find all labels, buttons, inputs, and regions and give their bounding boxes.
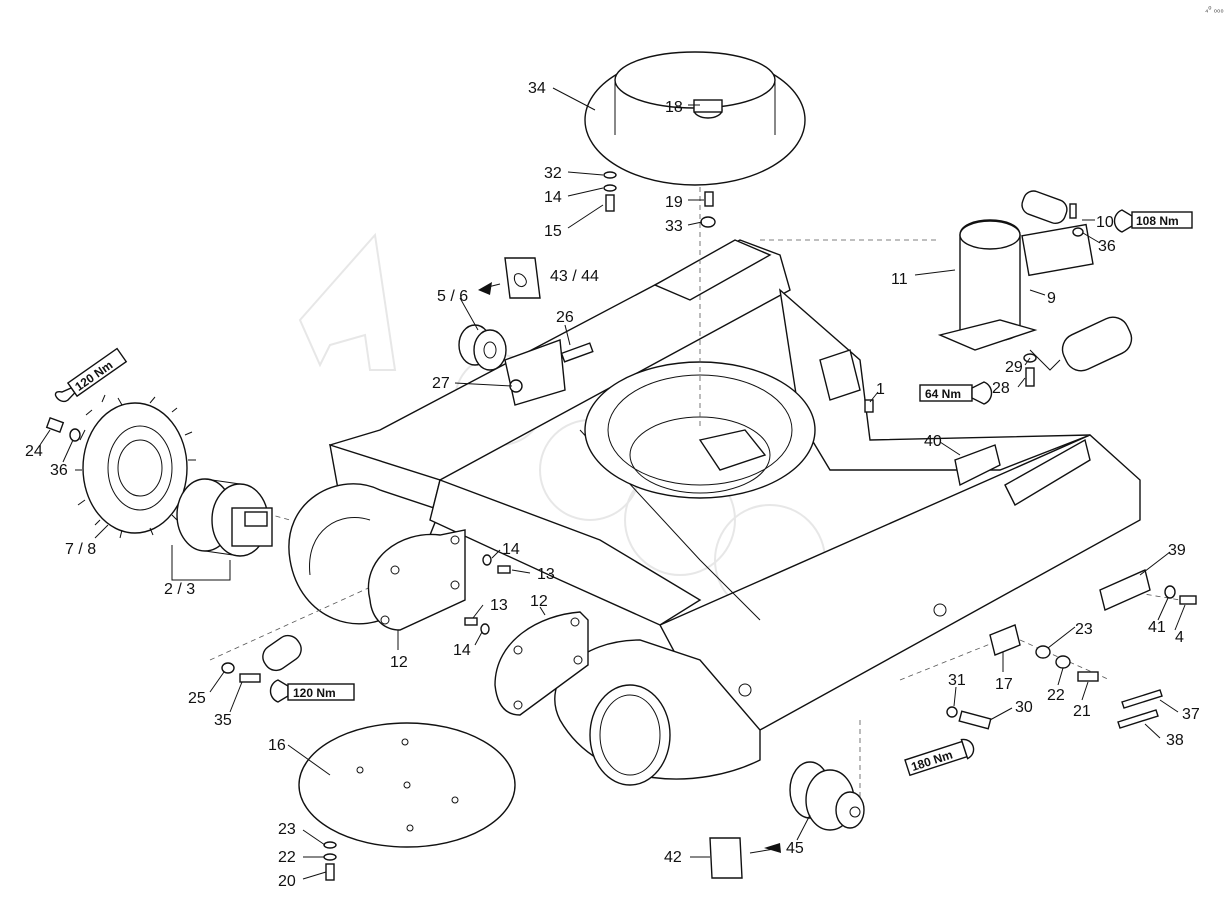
callout-14: 14 <box>453 642 471 659</box>
bushing-56 <box>458 324 507 371</box>
torque-wrench-120a: 120 Nm <box>54 347 128 403</box>
callout-5-6: 5 / 6 <box>437 288 468 305</box>
torque-label-108: 108 Nm <box>1136 214 1179 228</box>
callout-36: 36 <box>50 462 68 479</box>
rotary-joint <box>937 190 1133 387</box>
callout-11: 11 <box>891 271 908 288</box>
callout-45: 45 <box>786 840 804 857</box>
callout-43-44: 43 / 44 <box>550 268 599 285</box>
callout-41: 41 <box>1148 619 1166 636</box>
callout-12: 12 <box>390 654 408 671</box>
callout-35: 35 <box>214 712 232 729</box>
callout-37: 37 <box>1182 706 1200 723</box>
callout-4: 4 <box>1175 629 1184 646</box>
callout-39: 39 <box>1168 542 1186 559</box>
cover-12-left <box>367 529 466 631</box>
callout-12: 12 <box>530 593 548 610</box>
callout-24: 24 <box>25 443 43 460</box>
torque-wrench-180: 180 Nm <box>904 738 975 777</box>
callout-33: 33 <box>665 218 683 235</box>
callout-30: 30 <box>1015 699 1033 716</box>
bracket-26 <box>504 339 594 406</box>
callout-38: 38 <box>1166 732 1184 749</box>
callout-14: 14 <box>502 541 520 558</box>
callout-13: 13 <box>490 597 508 614</box>
callout-2-3: 2 / 3 <box>164 581 195 598</box>
cover-plate <box>584 51 806 186</box>
torque-label-120b: 120 Nm <box>293 686 336 700</box>
parts-bag-bottom <box>709 837 743 879</box>
torque-wrench-120b: 120 Nm <box>269 679 355 703</box>
final-drive <box>176 478 273 557</box>
callout-42: 42 <box>664 849 682 866</box>
callout-13: 13 <box>537 566 555 583</box>
cylinder-left <box>221 634 302 683</box>
callout-21: 21 <box>1073 703 1091 720</box>
callout-22: 22 <box>1047 687 1065 704</box>
callout-10: 10 <box>1096 214 1114 231</box>
block-17 <box>989 624 1021 656</box>
torque-wrench-64: 64 Nm <box>919 381 993 405</box>
callout-31: 31 <box>948 672 966 689</box>
parts-bag-top <box>504 257 541 299</box>
callout-labels: 34 18 32 14 15 19 33 43 / 44 5 / 6 26 27… <box>25 80 1200 890</box>
leader-lines <box>39 87 1186 880</box>
sprocket <box>75 394 196 539</box>
part-1 <box>864 399 874 413</box>
callout-23: 23 <box>278 821 296 838</box>
callout-36: 36 <box>1098 238 1116 255</box>
plate-40 <box>954 444 1001 487</box>
callout-23: 23 <box>1075 621 1093 638</box>
callout-34: 34 <box>528 80 546 97</box>
callout-20: 20 <box>278 873 296 890</box>
callout-26: 26 <box>556 309 574 326</box>
cover-12-right <box>494 611 589 716</box>
callout-27: 27 <box>432 375 450 392</box>
callout-29: 29 <box>1005 359 1023 376</box>
bottom-plate <box>298 722 516 848</box>
torque-label-64: 64 Nm <box>925 387 961 401</box>
torque-wrench-108: 108 Nm <box>1113 209 1193 233</box>
arrows <box>478 282 1061 853</box>
callout-7-8: 7 / 8 <box>65 541 96 558</box>
callout-22: 22 <box>278 849 296 866</box>
callout-15: 15 <box>544 223 562 240</box>
callout-9: 9 <box>1047 290 1056 307</box>
bolt-30 <box>946 706 992 730</box>
small-bolts <box>464 554 511 635</box>
callout-19: 19 <box>665 194 683 211</box>
callout-17: 17 <box>995 676 1013 693</box>
callout-1: 1 <box>876 381 885 398</box>
bolt-24 <box>45 417 81 442</box>
callout-40: 40 <box>924 433 942 450</box>
callout-16: 16 <box>268 737 286 754</box>
callout-18: 18 <box>665 99 683 116</box>
callout-28: 28 <box>992 380 1010 397</box>
plate-39 <box>1099 569 1197 611</box>
strips-37-38 <box>1117 689 1163 729</box>
roller-45 <box>789 761 865 831</box>
callout-25: 25 <box>188 690 206 707</box>
bolt-stack-bottom <box>323 841 337 881</box>
washers-right <box>1035 645 1099 682</box>
callout-14: 14 <box>544 189 562 206</box>
callout-32: 32 <box>544 165 562 182</box>
corner-mark: ₄⁰ ₀₀₀ <box>1205 5 1224 14</box>
